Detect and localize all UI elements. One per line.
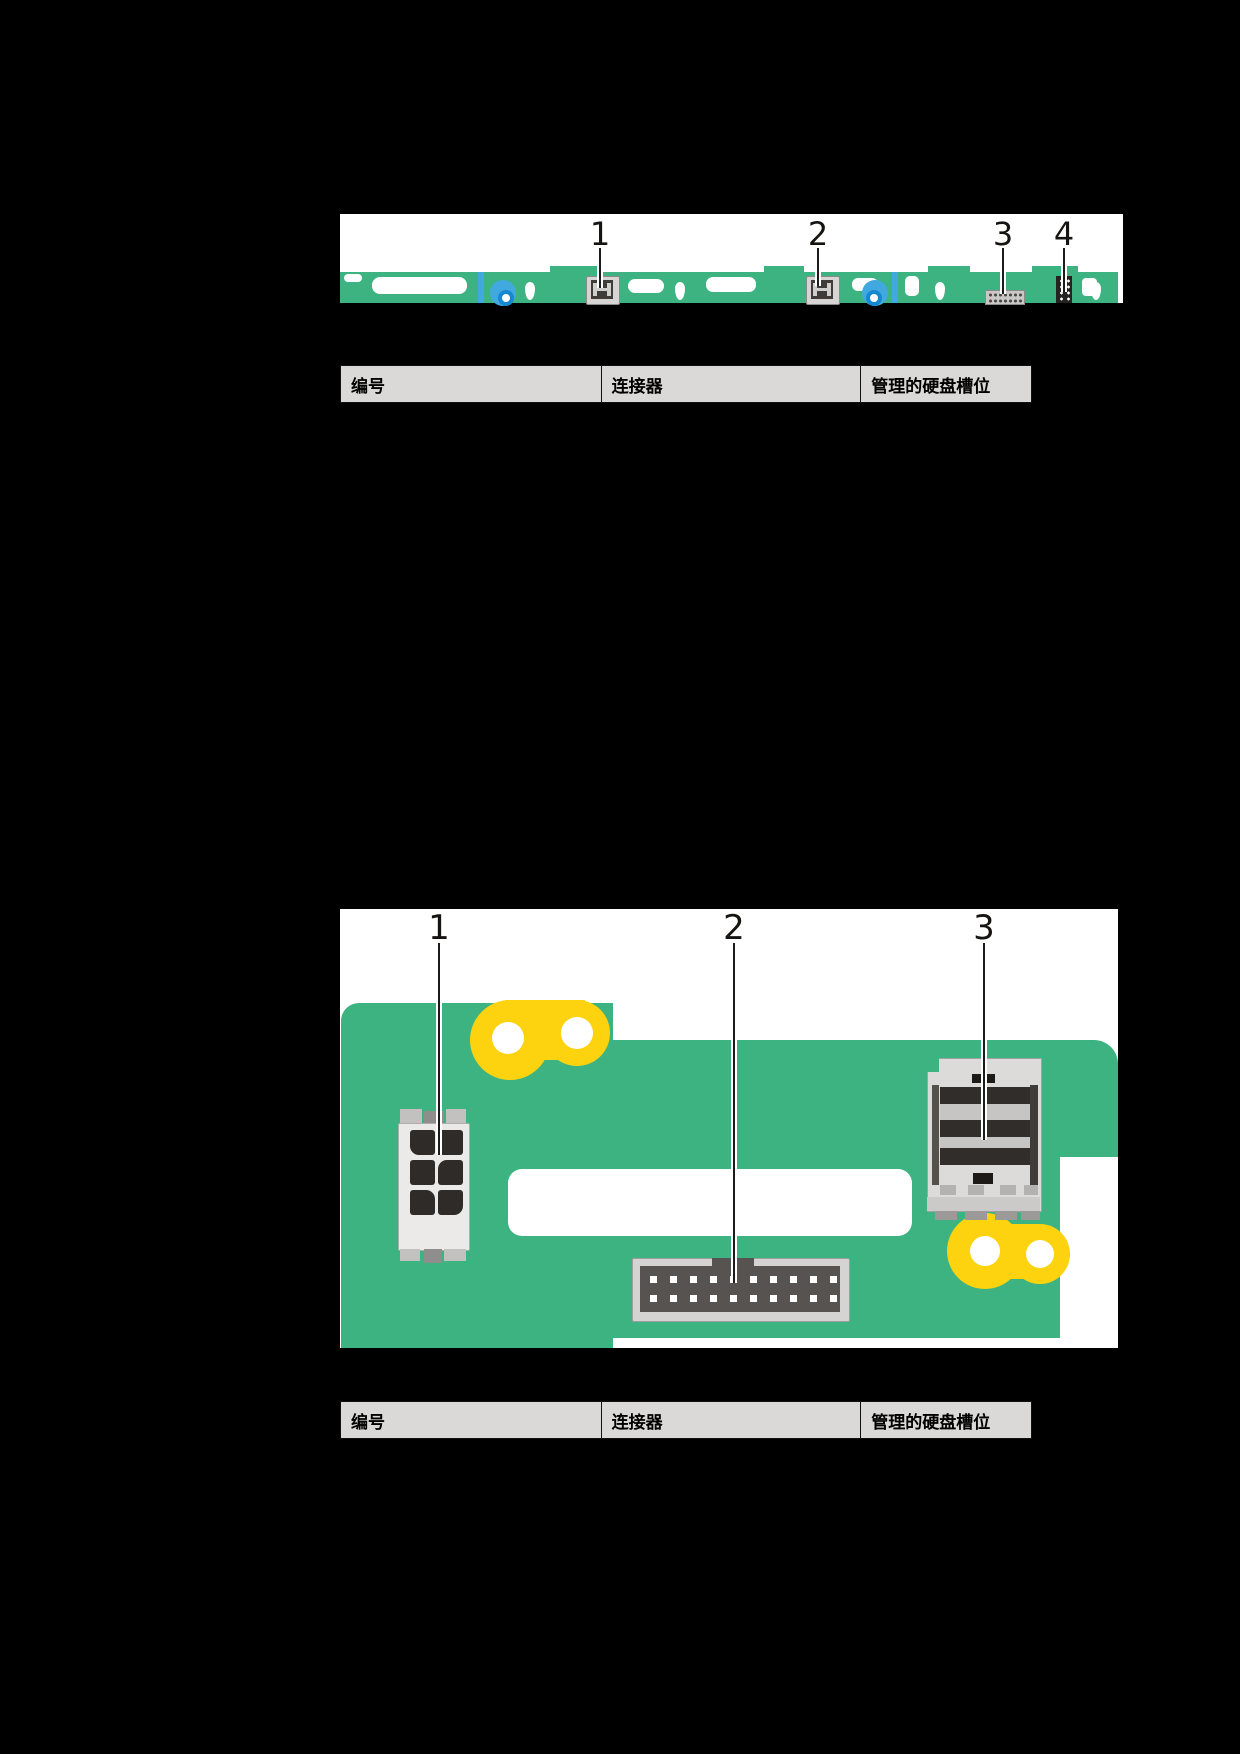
mini-sas-hd-connector-1 [586,276,620,305]
standoff-pin [675,282,685,300]
column-header-number: 编号 [341,366,602,402]
screw-slot [628,279,664,293]
callout-line [981,943,987,1140]
column-header-number: 编号 [341,1402,602,1438]
callout-2-label: 2 [807,215,829,253]
callout-1-label: 1 [589,215,611,253]
figure-backplane-strip: 1 2 3 4 [340,214,1123,306]
callout-line [815,248,821,286]
callout-line [1061,248,1067,292]
screw-slot [706,277,756,292]
callout-3-label: 3 [973,908,995,948]
screw-slot [905,276,919,296]
connector-table-header-2: 编号 连接器 管理的硬盘槽位 [340,1401,1032,1439]
standoff-pin [935,282,945,300]
board-bottom-margin [632,1338,1118,1348]
callout-2-label: 2 [723,908,745,948]
mounting-hole [561,1017,593,1049]
pcb-tab [928,266,970,273]
callout-line [1000,248,1006,294]
screw-slot [344,274,362,282]
mounting-hole [970,1236,1000,1266]
mini-sas-hd-connector-2 [806,276,840,305]
callout-1-label: 1 [428,908,450,948]
mounting-hole [492,1022,524,1054]
column-header-connector: 连接器 [602,1402,862,1438]
pcb-tab [550,266,598,273]
screw-slot [372,277,467,294]
callout-line [436,943,442,1155]
callout-3-label: 3 [992,215,1014,253]
pcb-tab [1032,266,1078,273]
figure-power-board: 1 2 3 [340,909,1118,1348]
callout-4-label: 4 [1053,215,1075,253]
mounting-hole [1026,1240,1054,1268]
standoff-pin [525,282,535,300]
callout-line [597,248,603,288]
board-cutout [508,1169,912,1236]
column-header-connector: 连接器 [602,366,862,402]
column-header-managed-slots: 管理的硬盘槽位 [871,376,991,397]
column-header-managed-slots: 管理的硬盘槽位 [871,1412,991,1433]
connector-table-header-1: 编号 连接器 管理的硬盘槽位 [340,365,1032,403]
pcb-tab [764,266,804,273]
standoff-pin [1091,282,1101,300]
callout-line [731,943,737,1283]
